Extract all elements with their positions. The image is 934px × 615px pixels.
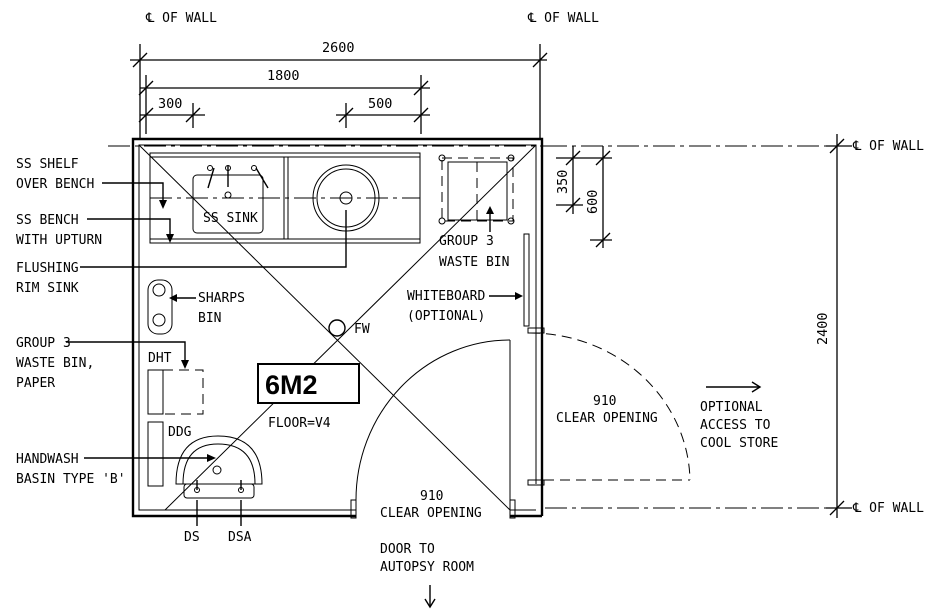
door-right-clear-opening: CLEAR OPENING bbox=[556, 411, 658, 426]
ss-sink-label: SS SINK bbox=[203, 211, 258, 226]
dht-label: DHT bbox=[148, 351, 172, 366]
waste-bin-paper-label-2: WASTE BIN, bbox=[16, 356, 94, 371]
ss-sink-fixture bbox=[192, 165, 269, 234]
optional-access-label-1: OPTIONAL bbox=[700, 400, 763, 415]
floor-finish-label: FLOOR=V4 bbox=[268, 416, 331, 431]
waste-bin-paper-label-1: GROUP 3 bbox=[16, 336, 71, 351]
door-bottom-swing bbox=[355, 339, 511, 501]
sharps-bin-label-1: SHARPS bbox=[198, 291, 245, 306]
floor-fall-lines bbox=[138, 144, 537, 511]
cl-wall-label-top-right: ℄ OF WALL bbox=[527, 11, 599, 26]
handwash-basin-label-2: BASIN TYPE 'B' bbox=[16, 472, 126, 487]
waste-bin-paper-label-3: PAPER bbox=[16, 376, 55, 391]
door-bottom-clear-opening: CLEAR OPENING bbox=[380, 506, 482, 521]
cl-wall-label-right-bottom: ℄ OF WALL bbox=[852, 501, 924, 516]
ss-bench-label-2: WITH UPTURN bbox=[16, 233, 102, 248]
handwash-basin bbox=[175, 435, 263, 499]
door-right-swing bbox=[529, 332, 691, 481]
ss-shelf-label-1: SS SHELF bbox=[16, 157, 79, 172]
optional-access-label-2: ACCESS TO bbox=[700, 418, 771, 433]
flushing-rim-sink-label-2: RIM SINK bbox=[16, 281, 79, 296]
dimension-500: 500 bbox=[368, 96, 392, 112]
dimension-300: 300 bbox=[158, 96, 182, 112]
sharps-bin-label-2: BIN bbox=[198, 311, 221, 326]
top-dimensions bbox=[130, 44, 548, 138]
waste-bin-top-label-2: WASTE BIN bbox=[439, 255, 509, 270]
dimension-2400: 2400 bbox=[815, 312, 831, 345]
sharps-bin bbox=[147, 279, 196, 335]
door-right-width: 910 bbox=[593, 394, 616, 409]
handwash-basin-label-1: HANDWASH bbox=[16, 452, 79, 467]
dimension-2600: 2600 bbox=[322, 40, 355, 56]
cl-wall-label-top-left: ℄ OF WALL bbox=[145, 11, 217, 26]
cl-wall-label-right-top: ℄ OF WALL bbox=[852, 139, 924, 154]
ds-label: DS bbox=[184, 530, 200, 545]
floor-waste-label: FW bbox=[354, 322, 370, 337]
room-walls bbox=[131, 137, 545, 519]
whiteboard bbox=[523, 233, 530, 327]
wall-centre-lines bbox=[108, 145, 842, 509]
ss-shelf-label-2: OVER BENCH bbox=[16, 177, 94, 192]
ss-bench-label-1: SS BENCH bbox=[16, 213, 79, 228]
whiteboard-label-1: WHITEBOARD bbox=[407, 289, 485, 304]
dsa-label: DSA bbox=[228, 530, 252, 545]
ddg-dispenser bbox=[147, 421, 164, 487]
optional-access-label-3: COOL STORE bbox=[700, 436, 778, 451]
dimension-1800: 1800 bbox=[267, 68, 300, 84]
ss-bench bbox=[149, 152, 421, 244]
room-code: 6M2 bbox=[265, 370, 318, 400]
right-dimensions bbox=[556, 134, 852, 518]
flushing-rim-sink-label-1: FLUSHING bbox=[16, 261, 79, 276]
room-code-box bbox=[257, 363, 360, 404]
door-bottom-width: 910 bbox=[420, 489, 443, 504]
whiteboard-label-2: (OPTIONAL) bbox=[407, 309, 485, 324]
floor-waste-icon bbox=[328, 319, 346, 337]
dimension-600: 600 bbox=[585, 190, 601, 214]
dimension-350: 350 bbox=[555, 170, 571, 194]
waste-bin-top bbox=[438, 154, 515, 232]
dht-dispenser bbox=[147, 369, 204, 415]
ddg-label: DDG bbox=[168, 425, 192, 440]
waste-bin-top-label-1: GROUP 3 bbox=[439, 234, 494, 249]
door-to-autopsy-label-2: AUTOPSY ROOM bbox=[380, 560, 474, 575]
door-to-autopsy-label-1: DOOR TO bbox=[380, 542, 435, 557]
